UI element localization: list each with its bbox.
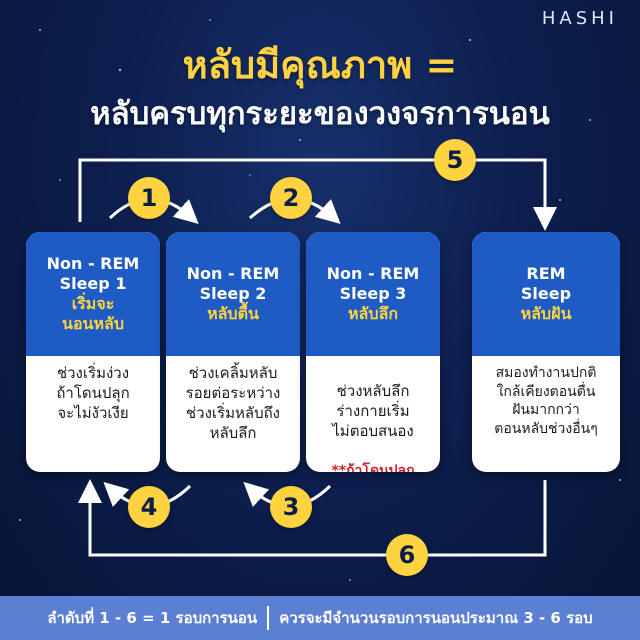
arrow-6 [78, 479, 547, 557]
stage-sublabel: Sleep [520, 284, 572, 303]
stage-description: ช่วงเคลิ้มหลับ รอยต่อระหว่าง ช่วงเริ่มหล… [185, 364, 281, 442]
stage-card-nrem-2: Non - REM Sleep 2 หลับตื้น ช่วงเคลิ้มหลั… [166, 232, 300, 472]
title-line-2: หลับครบทุกระยะของวงจรการนอน [90, 96, 550, 132]
step-badge-3: 3 [270, 486, 312, 528]
stage-sublabel: Sleep 2 [199, 284, 267, 303]
step-badge-6: 6 [386, 534, 428, 576]
step-badge-5: 5 [434, 139, 476, 181]
title-line-1: หลับมีคุณภาพ = [182, 43, 458, 87]
stage-label: Non - REM [186, 264, 280, 283]
footer-divider [267, 606, 270, 630]
stage-card-header: Non - REM Sleep 1 เริ่มจะ นอนหลับ [26, 232, 160, 356]
brand-logo: HASHI [541, 8, 618, 29]
footer-recommendation: ควรจะมีจำนวนรอบการนอนประมาณ 3 - 6 รอบ [279, 609, 593, 627]
stage-card-header: Non - REM Sleep 2 หลับตื้น [166, 232, 300, 356]
stage-card-nrem-3: Non - REM Sleep 3 หลับลึก ช่วงหลับลึก ร่… [306, 232, 440, 472]
stage-description: ช่วงเริ่มง่วง ถ้าโดนปลุก จะไม่งัวเงีย [56, 364, 130, 422]
footer-bar: ลำดับที่ 1 - 6 = 1 รอบการนอน ควรจะมีจำนว… [0, 596, 640, 640]
stage-description: ช่วงหลับลึก ร่างกายเริ่ม ไม่ตอบสนอง **ถ้… [306, 356, 440, 472]
stage-name: เริ่มจะ นอนหลับ [62, 294, 124, 333]
arrow-5 [78, 158, 557, 231]
stage-description: สมองทำงานปกติ ใกล้เคียงตอนตื่น ฝันมากกว่… [494, 365, 598, 437]
step-badge-2: 2 [270, 177, 312, 219]
stage-label: REM [526, 264, 566, 283]
stage-name: หลับฝัน [520, 304, 572, 323]
stage-card-nrem-1: Non - REM Sleep 1 เริ่มจะ นอนหลับ ช่วงเร… [26, 232, 160, 472]
stage-sublabel: Sleep 1 [59, 274, 127, 293]
footer-cycle-definition: ลำดับที่ 1 - 6 = 1 รอบการนอน [47, 609, 258, 627]
stage-label: Non - REM [46, 254, 140, 273]
stage-name: หลับตื้น [207, 304, 259, 323]
stage-warning-note: **ถ้าโดนปลุก จะงัวเงียมาก** [331, 462, 415, 472]
stage-label: Non - REM [326, 264, 420, 283]
stage-name: หลับลึก [348, 304, 398, 323]
step-badge-1: 1 [128, 177, 170, 219]
stage-card-header: Non - REM Sleep 3 หลับลึก [306, 232, 440, 356]
stage-card-header: REM Sleep หลับฝัน [472, 232, 620, 356]
step-badge-4: 4 [128, 486, 170, 528]
stage-card-rem: REM Sleep หลับฝัน สมองทำงานปกติ ใกล้เคีย… [472, 232, 620, 472]
stage-description-text: ช่วงหลับลึก ร่างกายเริ่ม ไม่ตอบสนอง [332, 381, 414, 440]
stage-sublabel: Sleep 3 [339, 284, 407, 303]
